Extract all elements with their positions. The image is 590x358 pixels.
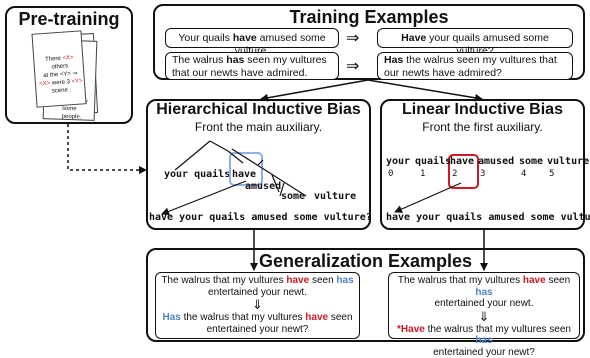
linear-index-1: 1: [420, 169, 426, 179]
linear-panel: Linear Inductive Bias Front the first au…: [380, 99, 590, 230]
linear-index-3: 3: [480, 169, 486, 179]
generalization-left-box: The walrus that my vultures have seen ha…: [155, 272, 360, 339]
linear-index-5: 5: [549, 169, 555, 179]
hierarchical-subtitle: Front the main auxiliary.: [194, 120, 323, 134]
linear-index-4: 4: [521, 169, 527, 179]
training-example-2-input: The walrus has seen my vultures that our…: [165, 52, 339, 80]
training-example-2-output: Has the walrus seen my vultures that our…: [377, 52, 573, 80]
doc-text-line: some people.: [61, 105, 82, 121]
linear-index-0: 0: [388, 169, 394, 179]
training-example-1-input: Your quails have amused some vulture.: [165, 28, 339, 57]
down-arrow: ⇓: [478, 308, 490, 324]
linear-word-0: your: [386, 156, 411, 167]
linear-word-4: some: [519, 156, 544, 167]
tree-leaf-your-quails: your quails: [164, 169, 231, 180]
doc-text: There: [44, 55, 63, 63]
doc-token: <X>: [62, 54, 74, 62]
linear-title: Linear Inductive Bias: [402, 101, 563, 118]
hierarchical-title: Hierarchical Inductive Bias: [156, 101, 361, 118]
implies-arrow: ⇒: [346, 58, 360, 75]
arrow-training-to-linear: [367, 79, 483, 102]
training-panel: Training Examples Your quails have amuse…: [153, 4, 585, 80]
training-title: Training Examples: [289, 7, 449, 27]
linear-word-5: vulture.: [547, 156, 590, 167]
linear-word-1: quails: [415, 156, 452, 167]
hierarchical-panel: Hierarchical Inductive Bias Front the ma…: [146, 99, 372, 230]
doc-token: <Y>: [71, 78, 83, 86]
tree-leaf-amused: amused: [245, 181, 282, 192]
linear-output: have your quails amused some vulture?: [386, 212, 590, 223]
linear-index-2: 2: [452, 169, 458, 179]
generalization-panel: Generalization Examples The walrus that …: [146, 248, 585, 358]
down-arrow: ⇓: [252, 297, 263, 312]
arrow-training-to-hierarchical: [260, 79, 369, 102]
tree-leaf-some: some: [281, 191, 306, 202]
tree-leaf-have: have: [232, 169, 257, 180]
highlight-have-box: [448, 154, 479, 189]
generalization-title: Generalization Examples: [258, 251, 473, 271]
linear-word-2: have: [450, 156, 475, 167]
generalization-right-box: The walrus that my vultures have seen ha…: [388, 272, 580, 358]
linear-subtitle: Front the first auxiliary.: [422, 120, 543, 134]
pretraining-title: Pre-training: [18, 9, 120, 29]
arrow-pretraining-dotted: [67, 124, 147, 174]
training-example-1-output: Have your quails amused some vulture?: [377, 28, 573, 57]
linear-word-3: amused: [478, 156, 515, 167]
tree-leaf-vulture: vulture: [314, 191, 357, 202]
hierarchical-output: have your quails amused some vulture?: [149, 212, 372, 223]
document-front: There <X> others at the <Y> ⇒ <X> were 3…: [31, 30, 87, 108]
implies-arrow: ⇒: [346, 30, 360, 47]
doc-token: <X>: [39, 80, 51, 88]
doc-text: others: [51, 63, 69, 71]
